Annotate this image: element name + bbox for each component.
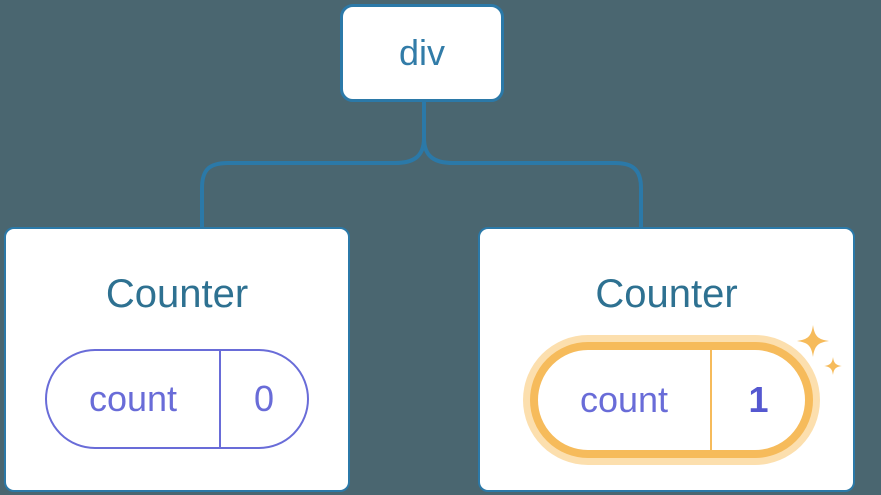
sparkle-icon-small bbox=[824, 357, 842, 375]
counter-card-left: Counter count 0 bbox=[4, 227, 350, 492]
root-node-div: div bbox=[340, 4, 504, 102]
state-key-label: count bbox=[88, 378, 178, 419]
root-node-label: div bbox=[398, 32, 446, 73]
state-value: 0 bbox=[219, 351, 307, 447]
state-pill: count 0 bbox=[45, 349, 309, 449]
state-key-label: count bbox=[579, 379, 669, 420]
state-value: 1 bbox=[710, 350, 805, 450]
connector-root-to-left-child bbox=[200, 99, 426, 231]
counter-title: Counter bbox=[595, 272, 738, 316]
counter-title: Counter bbox=[105, 272, 249, 316]
state-pill-highlighted: count 1 bbox=[530, 342, 813, 458]
counter-card-right: Counter count 1 bbox=[478, 227, 855, 492]
connector-root-to-right-child bbox=[422, 99, 643, 231]
